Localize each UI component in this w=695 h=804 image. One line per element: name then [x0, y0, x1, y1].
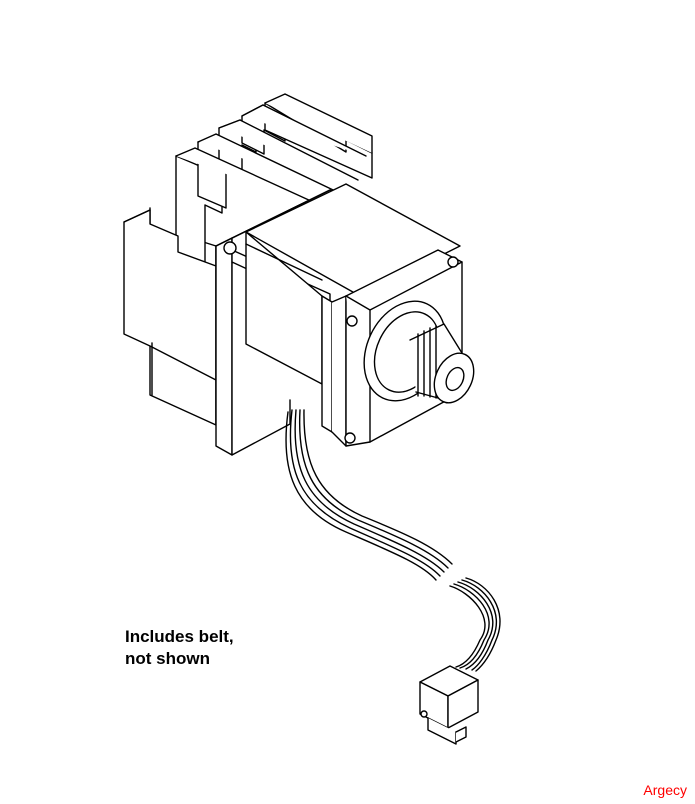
drive-pulley-icon [363, 300, 475, 404]
watermark-text: Argecy [643, 782, 687, 798]
caption-line-1: Includes belt, [125, 627, 234, 646]
heat-sink-icon [123, 93, 373, 426]
caption-line-2: not shown [125, 649, 210, 668]
diagram-caption: Includes belt, not shown [125, 626, 234, 670]
wire-harness-icon [285, 409, 501, 672]
connector-icon [419, 665, 479, 745]
